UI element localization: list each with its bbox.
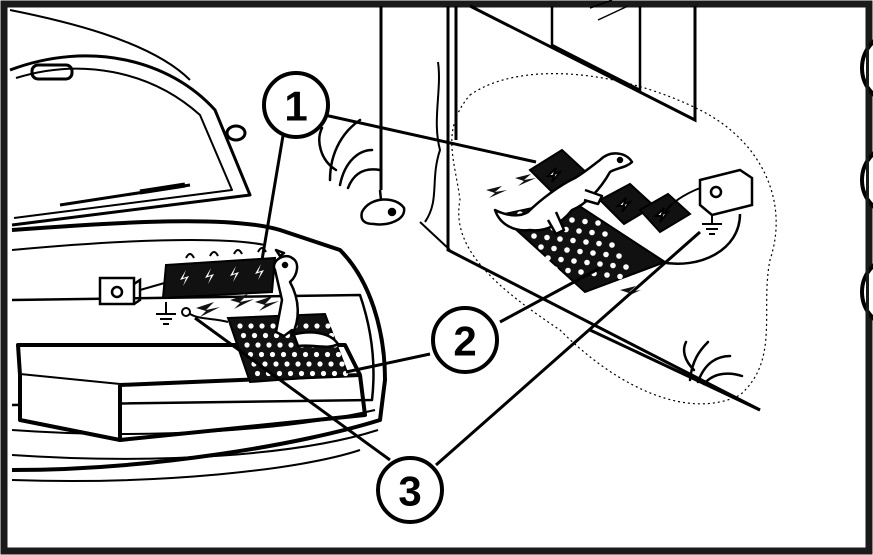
mat-stud bbox=[564, 247, 570, 253]
mat-stud bbox=[273, 361, 278, 366]
mat-stud bbox=[314, 323, 319, 328]
mat-stud bbox=[538, 244, 544, 250]
mat-stud bbox=[339, 361, 344, 366]
mat-stud bbox=[241, 333, 246, 338]
mat-stud bbox=[310, 371, 315, 376]
mat-stud bbox=[589, 230, 595, 236]
mat-stud bbox=[259, 352, 264, 357]
mat-stud bbox=[602, 231, 608, 237]
mat-stud bbox=[616, 253, 622, 259]
mat-stud bbox=[266, 342, 271, 347]
mat-stud bbox=[551, 246, 557, 252]
mat-stud bbox=[288, 371, 293, 376]
callout-1: 1 bbox=[264, 73, 328, 137]
mat-stud bbox=[584, 260, 590, 266]
mat-stud bbox=[596, 241, 602, 247]
mat-stud bbox=[597, 261, 603, 267]
mat-stud bbox=[255, 371, 260, 376]
mat-stud bbox=[325, 323, 330, 328]
mat-stud bbox=[292, 352, 297, 357]
mat-stud bbox=[604, 272, 610, 278]
mat-stud bbox=[544, 235, 550, 241]
mat-stud bbox=[295, 361, 300, 366]
mat-stud bbox=[595, 220, 601, 226]
ground-connector bbox=[182, 308, 190, 316]
callout-label: 1 bbox=[284, 83, 307, 130]
mat-stud bbox=[552, 266, 558, 272]
mat-stud bbox=[583, 239, 589, 245]
mat-stud bbox=[255, 342, 260, 347]
mat-stud bbox=[263, 333, 268, 338]
callout-label: 3 bbox=[398, 468, 421, 515]
mat-stud bbox=[565, 268, 571, 274]
mat-stud bbox=[328, 361, 333, 366]
callout-label: 2 bbox=[453, 318, 476, 365]
mat-stud bbox=[325, 352, 330, 357]
mat-stud bbox=[259, 323, 264, 328]
mat-stud bbox=[299, 371, 304, 376]
mat-stud bbox=[531, 233, 537, 239]
mat-stud bbox=[314, 352, 319, 357]
mat-stud bbox=[569, 217, 575, 223]
mat-stud bbox=[545, 255, 551, 261]
mat-stud bbox=[270, 352, 275, 357]
mat-stud bbox=[244, 342, 249, 347]
mat-stud bbox=[288, 342, 293, 347]
mat-stud bbox=[277, 342, 282, 347]
mat-stud bbox=[578, 269, 584, 275]
mat-stud bbox=[576, 228, 582, 234]
mat-stud bbox=[303, 323, 308, 328]
mat-stud bbox=[306, 361, 311, 366]
mat-stud bbox=[558, 257, 564, 263]
mat-stud bbox=[571, 258, 577, 264]
mat-stud bbox=[630, 275, 636, 281]
mat-stud bbox=[281, 352, 286, 357]
mat-stud bbox=[252, 333, 257, 338]
mat-stud bbox=[617, 274, 623, 280]
mat-stud bbox=[577, 249, 583, 255]
callout-2: 2 bbox=[433, 308, 497, 372]
mat-stud bbox=[336, 352, 341, 357]
mat-stud bbox=[270, 323, 275, 328]
mat-stud bbox=[284, 361, 289, 366]
mat-stud bbox=[248, 323, 253, 328]
mat-stud bbox=[557, 236, 563, 242]
mat-stud bbox=[590, 250, 596, 256]
mat-stud bbox=[277, 371, 282, 376]
mat-stud bbox=[570, 238, 576, 244]
right-frame-edge bbox=[866, 4, 869, 551]
mat-stud bbox=[623, 264, 629, 270]
mat-stud bbox=[610, 263, 616, 269]
callout-3: 3 bbox=[378, 458, 442, 522]
mat-stud bbox=[321, 371, 326, 376]
mat-stud bbox=[332, 371, 337, 376]
mat-stud bbox=[317, 361, 322, 366]
mat-stud bbox=[237, 323, 242, 328]
mat-stud bbox=[603, 252, 609, 258]
mat-stud bbox=[303, 352, 308, 357]
mat-stud bbox=[609, 242, 615, 248]
mat-stud bbox=[582, 219, 588, 225]
